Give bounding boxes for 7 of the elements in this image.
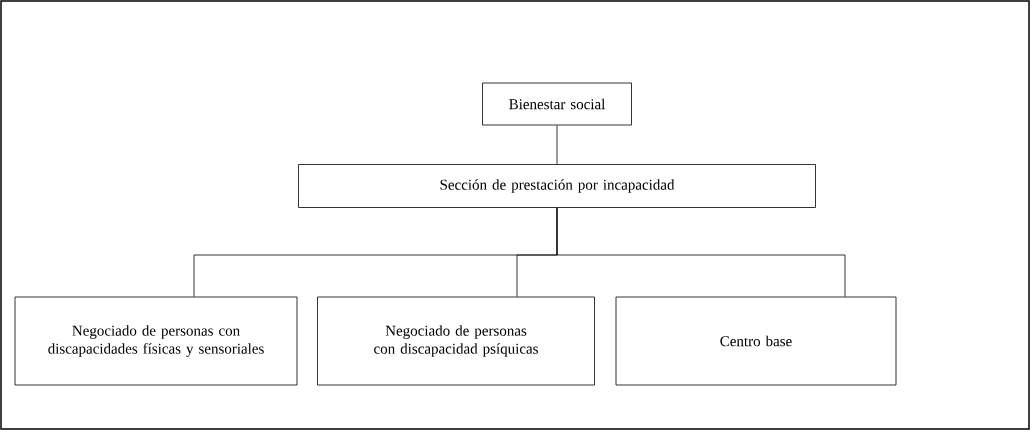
connector-line [556,125,558,165]
connector-line [556,207,846,297]
org-box: Negociado de personas con discapacidades físicas y sensoriales [14,296,298,386]
org-box: Centro base [615,296,897,386]
org-box: Sección de prestación por incapacidad [298,164,816,208]
org-box: Negociado de personas con discapacidad psíquicas [317,296,595,386]
org-box: Bienestar social [482,82,632,126]
